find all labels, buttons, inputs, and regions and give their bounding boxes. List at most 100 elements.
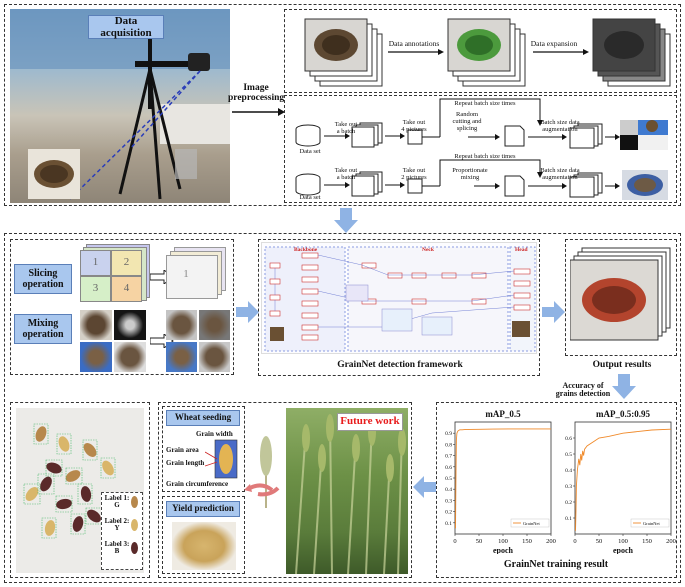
accuracy-label: Accuracy of grains detection: [555, 381, 611, 399]
top-section: [4, 4, 681, 206]
down-arrow-accuracy: [612, 374, 636, 399]
head-label: Head: [515, 247, 528, 253]
training-result-label: GrainNet training result: [503, 559, 609, 570]
future-work-panel: [158, 402, 412, 578]
y-tick-label: 0.6: [445, 465, 452, 471]
grain-width-label: Grain width: [196, 430, 233, 438]
quadrant-4: 4: [123, 282, 130, 294]
slicing-mixing-panel: [10, 239, 234, 375]
x-tick-label: 0: [453, 538, 456, 545]
row2-flow: [295, 159, 668, 200]
x-tick-label: 200: [546, 538, 556, 545]
yield-prediction-panel: [162, 496, 245, 574]
grain-g: [35, 426, 97, 482]
y-tick-label: 0.4: [445, 487, 452, 493]
quadrant-stack: 1 2 3 4: [80, 244, 150, 302]
grain-measure-illustration: [205, 439, 238, 479]
row1-dataset-label: Data set: [299, 148, 321, 155]
y-tick-label: 0.4: [565, 468, 572, 474]
wheat-spike-illustration: [244, 436, 280, 508]
label-2-swatch: [131, 519, 138, 531]
framework-panel: [258, 239, 540, 376]
x-tick-label: 50: [476, 538, 483, 545]
x-axis-label: epoch: [613, 546, 634, 554]
training-panel: [436, 402, 677, 578]
backbone-label: Backbone: [294, 247, 318, 253]
future-work-label: Future work: [340, 415, 400, 427]
series-line-grainnet: [575, 428, 672, 531]
y-tick-label: 0.7: [445, 454, 452, 460]
label-3: Label 3: B: [104, 540, 130, 556]
image-preprocessing-label: Image preprocessing: [228, 83, 285, 103]
neck-label: Neck: [422, 247, 434, 253]
down-arrow-top: [334, 208, 358, 233]
quadrant-3: 3: [92, 282, 99, 294]
labeled-grains-panel: [10, 402, 150, 578]
row2-repeat-label: Repeat batch size times: [454, 153, 516, 160]
legend-box: [510, 518, 550, 528]
mixing-source-grid: [80, 310, 146, 372]
label-3-swatch: [131, 542, 138, 554]
future-work-badge: [337, 413, 403, 431]
y-tick-label: 0.2: [565, 500, 572, 506]
x-tick-label: 150: [522, 538, 532, 545]
row1-augmentation-label: Batch size data augmentation: [540, 119, 580, 133]
label-2: Label 2: Y: [104, 517, 130, 533]
plot-frame: [454, 421, 552, 535]
wheat-seeding-panel: [162, 406, 245, 492]
row2-operation-label: Proportionate mixing: [452, 167, 488, 181]
row2-take-out-batch: Take out a batch: [334, 167, 358, 181]
row2-augmentation-label: Batch size data augmentation: [540, 167, 580, 181]
expanded-image-stack: [592, 18, 671, 87]
row1-take-out-batch: Take out a batch: [334, 121, 358, 135]
slicing-operation-label: Slicing operation: [14, 264, 72, 294]
x-tick-label: 200: [666, 538, 676, 545]
mixing-result-grid: [166, 310, 230, 372]
grain-length-label: Grain length: [166, 459, 205, 467]
row1-operation-label: Random cutting and splicing: [452, 111, 482, 132]
grain-samples: [23, 423, 123, 539]
output-results-label: Output results: [592, 360, 652, 370]
annotation-stacks: [304, 18, 671, 87]
slice-tile-stack: 1: [166, 247, 228, 299]
y-tick-label: 0.1: [565, 516, 572, 522]
mixing-operation-label: Mixing operation: [14, 314, 72, 344]
plot-frame: [574, 421, 672, 535]
y-tick-label: 0.1: [445, 521, 452, 527]
y-tick-label: 0.2: [445, 510, 452, 516]
legend-label: GrainNet: [643, 521, 660, 526]
row2-dataset-label: Data set: [299, 194, 321, 201]
row1-take-out-pictures: Take out 4 pictures: [401, 119, 427, 133]
output-stack: [570, 247, 671, 341]
x-tick-label: 150: [642, 538, 652, 545]
y-tick-label: 0.3: [565, 484, 572, 490]
data-expansion-label: Data expansion: [530, 39, 578, 48]
grain-circumference-label: Grain circumference: [166, 480, 229, 488]
arrow-to-output: [542, 301, 565, 323]
framework-label: GrainNet detection framework: [337, 360, 463, 370]
y-tick-label: 0.6: [565, 436, 572, 442]
grain-b: [40, 462, 101, 532]
grain-area-label: Grain area: [166, 446, 199, 454]
row1-repeat-label: Repeat batch size times: [454, 100, 516, 107]
architecture-diagram: Backbone Neck Head: [261, 242, 537, 354]
annotated-image-stack: [447, 18, 526, 87]
augmentation-flow: [295, 98, 668, 200]
data-acquisition-label: Data acquisition: [88, 15, 164, 39]
row2-take-out-pictures: Take out 2 pictures: [401, 167, 427, 181]
output-panel: [565, 239, 677, 356]
y-tick-label: 0.8: [445, 442, 452, 448]
x-tick-label: 100: [618, 538, 628, 545]
preprocessing-arrow: [232, 108, 285, 116]
x-tick-label: 50: [596, 538, 603, 545]
row1-flow: [295, 98, 668, 150]
y-tick-label: 0.5: [565, 452, 572, 458]
y-tick-label: 0.5: [445, 476, 452, 482]
label-1: Label 1: G: [104, 494, 130, 510]
raw-image-stack: [304, 18, 383, 87]
x-tick-label: 100: [498, 538, 508, 545]
lower-section: [4, 233, 681, 583]
x-tick-label: 0: [573, 538, 576, 545]
chart-title: mAP_0.5: [485, 409, 521, 419]
